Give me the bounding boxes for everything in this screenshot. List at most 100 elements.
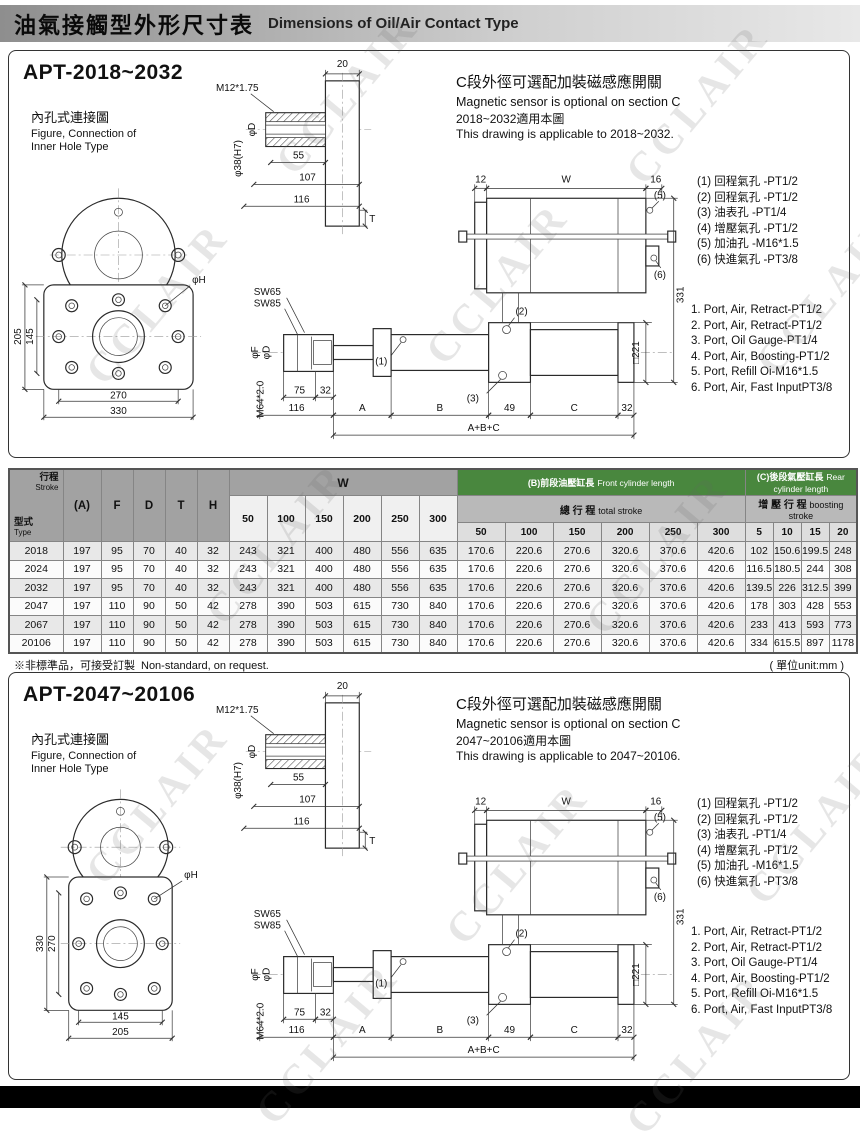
callout-6: (6) [654,892,666,903]
value-cell: 110 [100,615,134,635]
w-col-header: 300 [418,495,458,542]
value-cell: 90 [132,596,166,616]
port-item: 6. Port, Air, Fast InputPT3/8 [691,1003,833,1016]
dim-label: φF [250,346,261,359]
port-item: (5) 加油孔 -M16*1.5 [697,238,799,250]
thread-spec-label: M12*1.75 [216,83,259,94]
value-cell: 308 [828,559,858,579]
dim-label: 330 [110,406,127,417]
dim-label: φD [262,968,273,982]
dim-label: T [369,836,375,847]
value-cell: 270.6 [552,541,602,561]
total-stroke-header: 總 行 程 total stroke [456,495,746,523]
value-cell: 199.5 [800,541,830,561]
port-item: (3) 油表孔 -PT1/4 [697,829,787,841]
dim-label: φF [250,968,261,981]
wrench-label: SW85 [254,921,282,932]
port-item: 5. Port, Refill Oi-M16*1.5 [691,366,819,378]
value-cell: 42 [196,615,230,635]
value-cell: 70 [132,559,166,579]
value-cell: 840 [418,633,458,654]
value-cell: 197 [62,578,102,598]
inner-label-cn: 內孔式連接圖 [31,732,110,747]
c-col-header: 10 [772,522,802,542]
value-cell: 553 [828,596,858,616]
value-cell: 70 [132,541,166,561]
port-item: 2. Port, Air, Retract-PT1/2 [691,941,823,954]
value-cell: 370.6 [648,578,698,598]
port-item: (6) 快進氣孔 -PT3/8 [697,875,798,888]
callout-1: (1) [375,978,387,989]
value-cell: 480 [342,559,382,579]
value-cell: 32 [196,559,230,579]
wrench-label: SW65 [254,287,282,298]
value-cell: 220.6 [504,559,554,579]
value-cell: 42 [196,596,230,616]
port-item: 3. Port, Oil Gauge-PT1/4 [691,335,818,347]
value-cell: 243 [228,578,268,598]
value-cell: 220.6 [504,633,554,654]
b-col-header: 200 [600,522,650,542]
value-cell: 220.6 [504,596,554,616]
dim-label: C [571,403,578,414]
inner-label-en: Inner Hole Type [31,763,109,775]
model-title: APT-2018~2032 [23,61,184,84]
applicable-cn: 2047~20106適用本圖 [456,734,572,748]
value-cell: 116.5 [744,559,774,579]
value-cell: 278 [228,633,268,654]
value-cell: 226 [772,578,802,598]
dim-label: 12 [475,796,487,807]
dim-label: W [562,796,572,807]
value-cell: 40 [164,559,198,579]
dim-label: □221 [631,341,642,364]
value-cell: 320.6 [600,633,650,654]
dim-label: φ38(H7) [233,762,244,799]
dim-label: 32 [621,1025,633,1036]
c-col-header: 20 [828,522,858,542]
boosting-stroke-header: 增 壓 行 程 boosting stroke [744,495,858,523]
port-item: 4. Port, Air, Boosting-PT1/2 [691,972,830,985]
port-item: (5) 加油孔 -M16*1.5 [697,860,799,872]
port-item: (4) 增壓氣孔 -PT1/2 [697,222,798,235]
sensor-note-en: Magnetic sensor is optional on section C [456,95,681,109]
callout-3: (3) [467,1015,479,1026]
value-cell: 220.6 [504,615,554,635]
dim-label: W [562,174,572,185]
port-item: (3) 油表孔 -PT1/4 [697,207,787,219]
model-cell: 20106 [8,633,64,654]
value-cell: 556 [380,578,420,598]
value-cell: 70 [132,578,166,598]
value-cell: 180.5 [772,559,802,579]
hole-dia-label: φH [192,275,206,286]
value-cell: 197 [62,633,102,654]
thread-spec-label: M64*2.0 [256,380,267,417]
value-cell: 428 [800,596,830,616]
w-col-header: 150 [304,495,344,542]
value-cell: 220.6 [504,578,554,598]
value-cell: 503 [304,633,344,654]
inner-label-en: Figure, Connection of [31,128,137,140]
model-cell: 2067 [8,615,64,635]
value-cell: 320.6 [600,578,650,598]
value-cell: 420.6 [696,559,746,579]
value-cell: 312.5 [800,578,830,598]
model-cell: 2032 [8,578,64,598]
dim-label: 20 [337,59,349,70]
dim-label: 145 [25,328,36,345]
col-header-a: (A) [62,468,102,542]
value-cell: 170.6 [456,559,506,579]
dim-label: 270 [110,390,127,401]
sensor-note-cn: C段外徑可選配加裝磁感應開關 [456,74,662,91]
value-cell: 321 [266,541,306,561]
inner-label-cn: 內孔式連接圖 [31,110,110,125]
value-cell: 270.6 [552,578,602,598]
value-cell: 370.6 [648,541,698,561]
